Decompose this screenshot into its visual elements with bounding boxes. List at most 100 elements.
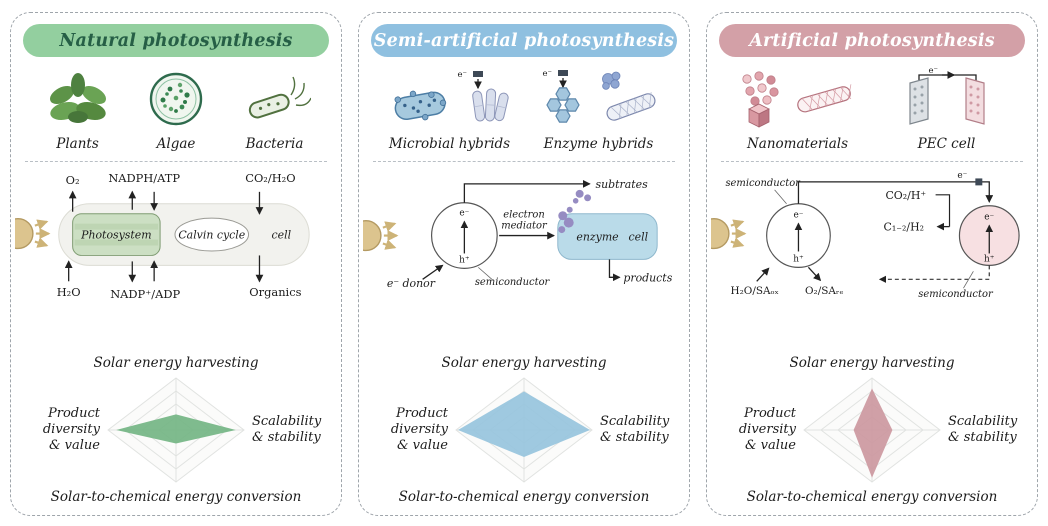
flow-arrows xyxy=(64,190,264,283)
enzyme-hybrids-group: e⁻ Enzyme hybrids xyxy=(536,67,661,152)
bacteria-icon xyxy=(248,76,311,119)
plants-label: Plants xyxy=(56,136,99,152)
pec-cell-icon: e⁻ xyxy=(909,67,985,125)
enzyme-hybrids-icon: e⁻ xyxy=(542,69,656,123)
electron-label: e⁻ xyxy=(793,211,803,221)
nadph-atp-label: NADPH/ATP xyxy=(108,171,180,185)
photosystem-label: Photosystem xyxy=(80,229,152,242)
electron-label: e⁻ xyxy=(928,67,938,76)
semiconductor-label-bottom: semiconductor xyxy=(918,289,994,300)
radar-axis-bottom-label: Solar-to-chemical energy conversion xyxy=(50,489,302,505)
microbial-hybrids-label: Microbial hybrids xyxy=(388,136,511,152)
calvin-cycle: Calvin cycle xyxy=(174,217,250,252)
electrode-cap xyxy=(473,71,483,77)
algae-label: Algae xyxy=(156,136,196,152)
radar-axis-bottom-label: Solar-to-chemical energy conversion xyxy=(746,489,998,505)
radar-data-polygon xyxy=(116,414,236,444)
nanocube xyxy=(748,103,770,128)
electron-mediator-label-1: electron xyxy=(503,210,545,221)
radar-axis-left-label: Product diversity & value xyxy=(42,405,100,454)
nanomaterials-group: Nanomaterials xyxy=(735,67,860,152)
semiconductor-label-top: semiconductor xyxy=(725,178,801,189)
panel-semi-artificial-photosynthesis: Semi-artificial photosynthesis xyxy=(358,12,690,516)
nanomaterials-label: Nanomaterials xyxy=(746,136,848,152)
products-label: products xyxy=(623,271,672,284)
electrode-cap xyxy=(558,70,568,76)
radar-axis-bottom-label: Solar-to-chemical energy conversion xyxy=(398,489,650,505)
radar-axis-top-label: Solar energy harvesting xyxy=(93,355,259,371)
wire-electron-label: e⁻ xyxy=(957,171,967,181)
radar-axis-top-label: Solar energy harvesting xyxy=(441,355,607,371)
natural-schematic: Photosystem Calvin cycle cell O₂ NADPH/A… xyxy=(15,171,310,301)
c12-h2-label: C₁₋₂/H₂ xyxy=(884,221,924,234)
pec-cell-group: e⁻ PEC cell xyxy=(884,67,1009,152)
algae-group: Algae xyxy=(140,67,212,152)
panel-artificial-photosynthesis: Artificial photosynthesis xyxy=(706,12,1038,516)
bacteria-label: Bacteria xyxy=(245,136,304,152)
cell-label: cell xyxy=(628,231,648,244)
sun-icon xyxy=(15,217,51,250)
electron-label: e⁻ xyxy=(459,209,469,219)
hybrid-icons-row: e⁻ Microbial hybrids e⁻ xyxy=(363,67,685,152)
co2-h-label: CO₂/H⁺ xyxy=(885,189,926,202)
sun-icon xyxy=(363,219,399,252)
radar-axis-right-label: Scalability & stability xyxy=(252,413,322,445)
o2-sare-label: O₂/SAᵣₑ xyxy=(805,285,844,297)
radar-chart xyxy=(107,377,245,483)
radar-chart xyxy=(803,377,941,483)
semiconductor-label: semiconductor xyxy=(475,277,551,288)
electron-label: e⁻ xyxy=(542,69,552,79)
material-icons-row: Nanomaterials e⁻ P xyxy=(711,67,1033,152)
h2o-saox-label: H₂O/SAₒₓ xyxy=(731,285,779,297)
plants-group: Plants xyxy=(42,67,114,152)
photosystem-box: Photosystem xyxy=(72,213,161,256)
panel-title-semi-artificial: Semi-artificial photosynthesis xyxy=(370,24,678,57)
radar-axis-left-label: Product diversity & value xyxy=(390,405,448,454)
algae-icon xyxy=(149,72,203,126)
cell-label: cell xyxy=(272,229,292,242)
sun-icon xyxy=(711,217,747,250)
hole-label: h⁺ xyxy=(459,255,470,265)
artificial-schematic: semiconductor e⁻ h⁺ e⁻ CO₂/H⁺ C₁₋₂/H₂ e⁻… xyxy=(711,171,1020,300)
enzyme-cell-box xyxy=(557,213,658,260)
panel-title-natural: Natural photosynthesis xyxy=(22,24,330,57)
h2o-label: H₂O xyxy=(57,285,81,299)
enzyme-hybrids-label: Enzyme hybrids xyxy=(543,136,654,152)
calvin-cycle-label: Calvin cycle xyxy=(178,229,245,242)
radar-axis-left-label: Product diversity & value xyxy=(738,405,796,454)
section-divider xyxy=(373,161,675,162)
electron-donor-label: e⁻ donor xyxy=(387,277,436,290)
nadp-adp-label: NADP⁺/ADP xyxy=(110,287,180,301)
panel-title-artificial: Artificial photosynthesis xyxy=(718,24,1026,57)
nanomaterials-icon xyxy=(742,71,852,128)
o2-label: O₂ xyxy=(66,173,80,187)
microbial-hybrids-group: e⁻ Microbial hybrids xyxy=(387,67,512,152)
electron-label-2: e⁻ xyxy=(984,213,994,223)
microbial-hybrids-icon: e⁻ xyxy=(394,70,509,122)
radar-section: Solar energy harvesting Product diversit… xyxy=(15,355,337,507)
radar-axis-right-label: Scalability & stability xyxy=(948,413,1018,445)
co2-h2o-label: CO₂/H₂O xyxy=(245,171,295,185)
radar-axis-right-label: Scalability & stability xyxy=(600,413,670,445)
radar-section: Solar energy harvesting Product diversit… xyxy=(711,355,1033,507)
radar-chart xyxy=(455,377,593,483)
enzyme-label: enzyme xyxy=(576,231,618,244)
electron-label: e⁻ xyxy=(457,70,467,80)
charge-marker xyxy=(975,178,983,186)
radar-axis-top-label: Solar energy harvesting xyxy=(789,355,955,371)
radar-section: Solar energy harvesting Product diversit… xyxy=(363,355,685,507)
section-divider xyxy=(25,161,327,162)
hole-label: h⁺ xyxy=(793,254,804,264)
radar-data-polygon xyxy=(458,391,590,457)
pec-cell-label: PEC cell xyxy=(917,136,976,152)
electron-mediator-label-2: mediator xyxy=(501,221,548,232)
bacteria-group: Bacteria xyxy=(239,67,311,152)
photocathode-plate xyxy=(965,77,985,125)
substrates-label: subtrates xyxy=(596,178,649,191)
radar-data-polygon xyxy=(853,388,893,478)
organism-icons-row: Plants Algae xyxy=(15,67,337,152)
semi-artificial-schematic: e⁻ h⁺ subtrates electron mediator enzyme… xyxy=(363,178,673,290)
plants-icon xyxy=(49,73,106,123)
section-divider xyxy=(721,161,1023,162)
